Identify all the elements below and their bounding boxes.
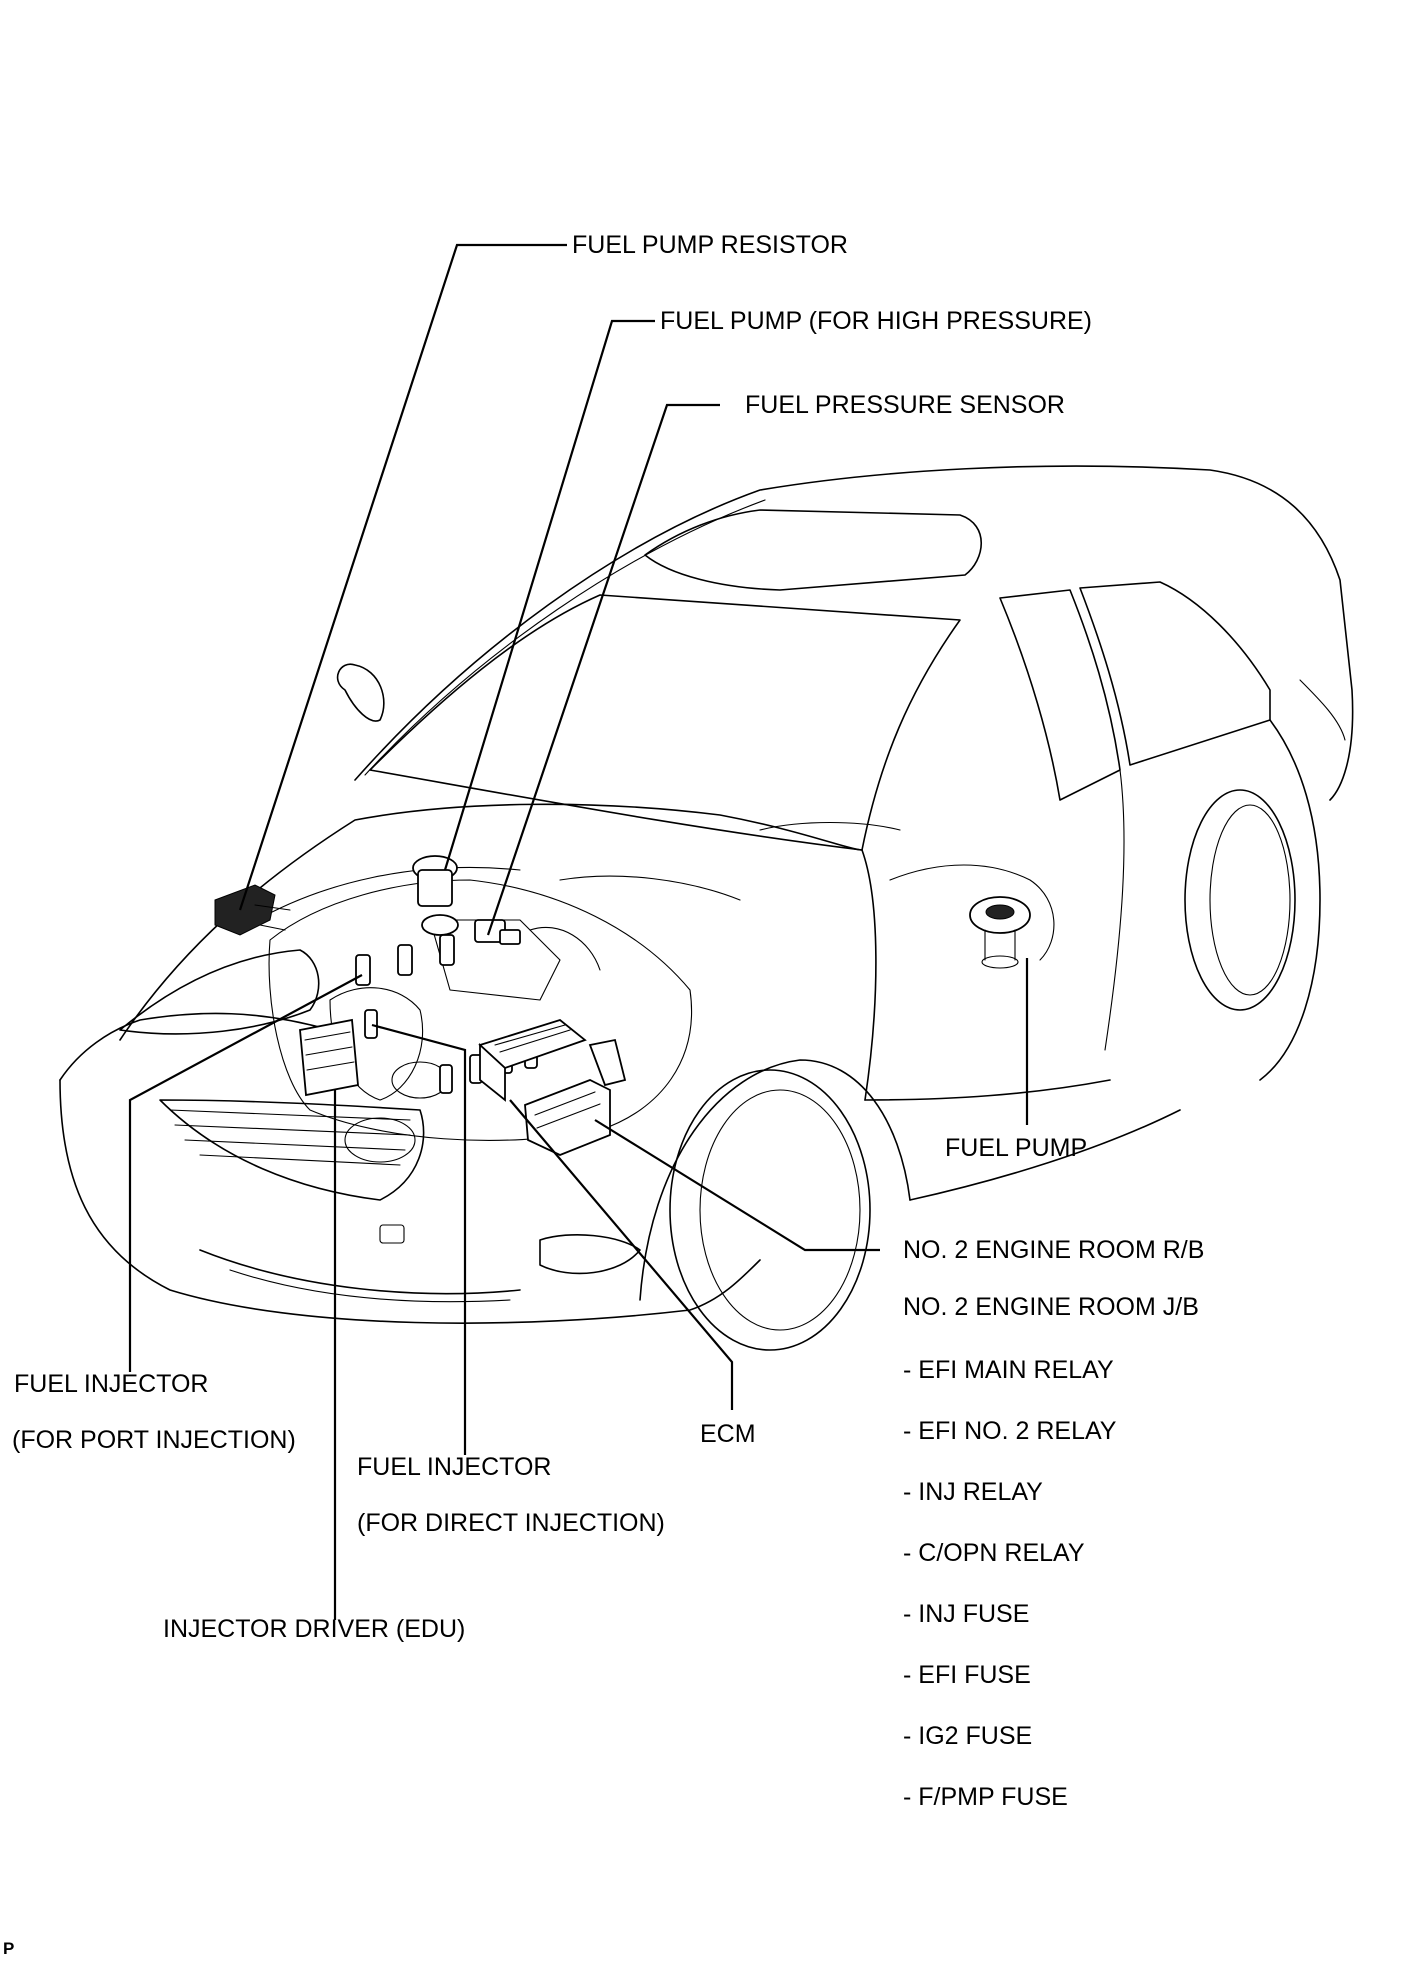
label-fuel-pump-high-pressure: FUEL PUMP (FOR HIGH PRESSURE) bbox=[660, 307, 1092, 335]
port-injector-parts bbox=[355, 934, 455, 986]
leader-lines bbox=[128, 243, 1029, 1620]
label-fuel-pump: FUEL PUMP bbox=[945, 1134, 1088, 1162]
leader-fuel-injector-port bbox=[128, 974, 363, 1372]
component-list-item: - INJ RELAY bbox=[903, 1478, 1043, 1506]
label-injector-driver: INJECTOR DRIVER (EDU) bbox=[163, 1615, 466, 1643]
label-engine-room-jb: NO. 2 ENGINE ROOM J/B bbox=[903, 1293, 1199, 1321]
component-list-item: - IG2 FUSE bbox=[903, 1722, 1033, 1750]
label-fuel-pressure-sensor: FUEL PRESSURE SENSOR bbox=[745, 391, 1065, 419]
component-list-item: - INJ FUSE bbox=[903, 1600, 1030, 1628]
leader-ecm bbox=[509, 1099, 734, 1410]
label-fuel-pump-resistor: FUEL PUMP RESISTOR bbox=[572, 231, 848, 259]
car-outline bbox=[59, 465, 1354, 1351]
label-fuel-injector-port-line1: FUEL INJECTOR bbox=[14, 1370, 209, 1398]
engine-room-rb-jb-part bbox=[524, 1038, 627, 1156]
leader-engine-room-rb bbox=[594, 1119, 880, 1252]
label-ecm: ECM bbox=[700, 1420, 756, 1448]
label-fuel-injector-port-line2: (FOR PORT INJECTION) bbox=[12, 1426, 296, 1454]
label-engine-room-rb: NO. 2 ENGINE ROOM R/B bbox=[903, 1236, 1205, 1264]
leader-fuel-pressure-sensor bbox=[486, 403, 720, 936]
leader-fuel-injector-direct bbox=[371, 1023, 467, 1455]
corner-mark: P bbox=[3, 1939, 15, 1958]
component-list-item: - EFI FUSE bbox=[903, 1661, 1031, 1689]
high-pressure-fuel-pump-part bbox=[412, 855, 459, 936]
leader-fuel-pump-resistor bbox=[238, 243, 567, 911]
label-fuel-injector-direct-line2: (FOR DIRECT INJECTION) bbox=[357, 1509, 665, 1537]
leader-fuel-pump-high-pressure bbox=[443, 319, 655, 871]
ecm-part bbox=[478, 1018, 587, 1102]
fuel-pump-resistor-part bbox=[214, 884, 291, 936]
fuel-pump-part bbox=[969, 896, 1031, 969]
fuel-pressure-sensor-part bbox=[474, 919, 521, 945]
injector-driver-part bbox=[299, 1018, 359, 1097]
components bbox=[214, 855, 1031, 1156]
component-list-item: - C/OPN RELAY bbox=[903, 1539, 1085, 1567]
component-list-item: - F/PMP FUSE bbox=[903, 1783, 1068, 1811]
label-fuel-injector-direct-line1: FUEL INJECTOR bbox=[357, 1453, 552, 1481]
component-list-item: - EFI MAIN RELAY bbox=[903, 1356, 1114, 1384]
component-list-item: - EFI NO. 2 RELAY bbox=[903, 1417, 1117, 1445]
